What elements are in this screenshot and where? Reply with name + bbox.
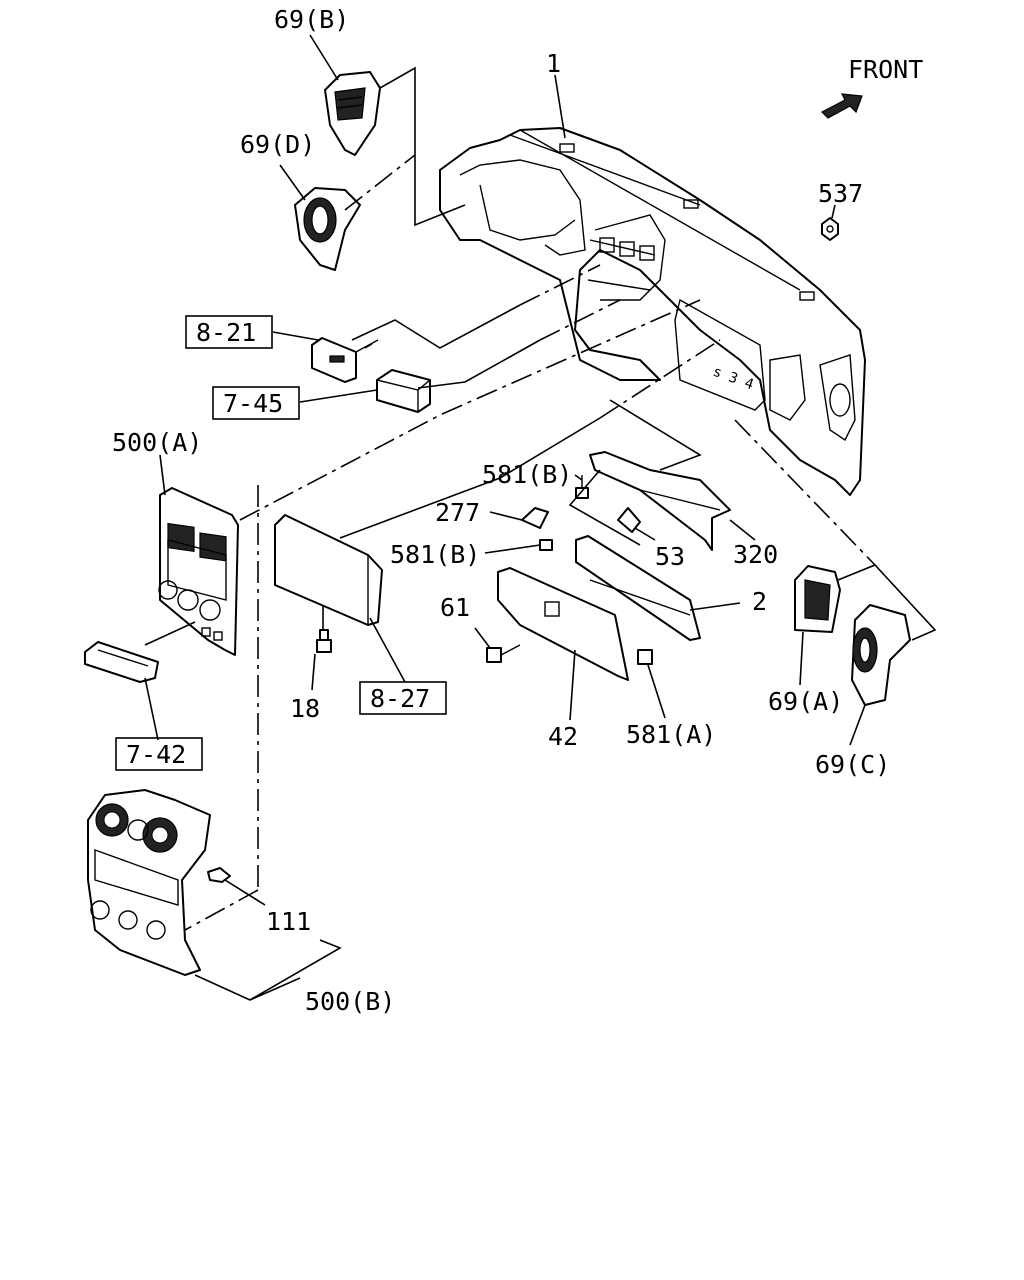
clip-111: [207, 867, 231, 883]
front-arrow-icon: [820, 93, 863, 119]
screw-581a: [637, 649, 653, 665]
label-111: 111: [266, 907, 311, 936]
ref-box-7-45: [212, 386, 300, 420]
instrument-panel: s 3 4: [439, 127, 866, 496]
label-500a: 500(A): [112, 428, 202, 457]
vent-69d: [294, 187, 361, 271]
ref-box-7-42: [115, 737, 203, 771]
label-69b: 69(B): [274, 5, 349, 34]
vent-69b: [324, 71, 381, 156]
label-69a: 69(A): [768, 687, 843, 716]
center-bezel-500b: [87, 789, 211, 976]
screw-581b-mid: [539, 539, 553, 551]
screw-581b-top: [575, 475, 589, 499]
label-320: 320: [733, 540, 778, 569]
bracket-320: [589, 451, 731, 551]
clip-277: [521, 507, 549, 529]
switch-8-21: [311, 337, 379, 383]
label-42: 42: [548, 722, 578, 751]
label-500b: 500(B): [305, 987, 395, 1016]
ref-box-8-27: [359, 681, 447, 715]
leader-lines: [144, 34, 937, 1001]
bracket-2: [575, 535, 701, 641]
label-61: 61: [440, 593, 470, 622]
label-8-21: 8-21: [196, 318, 256, 347]
label-69c: 69(C): [815, 750, 890, 779]
label-2: 2: [752, 587, 767, 616]
ref-box-8-21: [185, 315, 273, 349]
screw-18: [316, 629, 332, 653]
label-69d: 69(D): [240, 130, 315, 159]
cover-42: [497, 567, 629, 681]
label-1: 1: [546, 49, 561, 78]
label-front: FRONT: [848, 55, 923, 84]
label-581a: 581(A): [626, 720, 716, 749]
ashtray-7-42: [84, 641, 159, 683]
label-18: 18: [290, 694, 320, 723]
label-7-42: 7-42: [126, 740, 186, 769]
label-581b-top: 581(B): [482, 460, 572, 489]
label-8-27: 8-27: [370, 684, 430, 713]
label-53: 53: [655, 542, 685, 571]
lid-8-27: [274, 514, 383, 626]
pocket-7-45: [376, 369, 431, 413]
clip-53: [617, 507, 641, 533]
bolt-61: [486, 644, 521, 663]
nut-537: [821, 217, 839, 241]
vent-69a: [794, 565, 841, 633]
label-7-45: 7-45: [223, 389, 283, 418]
label-581b-mid: 581(B): [390, 540, 480, 569]
label-277: 277: [435, 498, 480, 527]
vent-69c: [851, 604, 911, 706]
label-537: 537: [818, 179, 863, 208]
center-bezel-500a: [158, 487, 239, 656]
